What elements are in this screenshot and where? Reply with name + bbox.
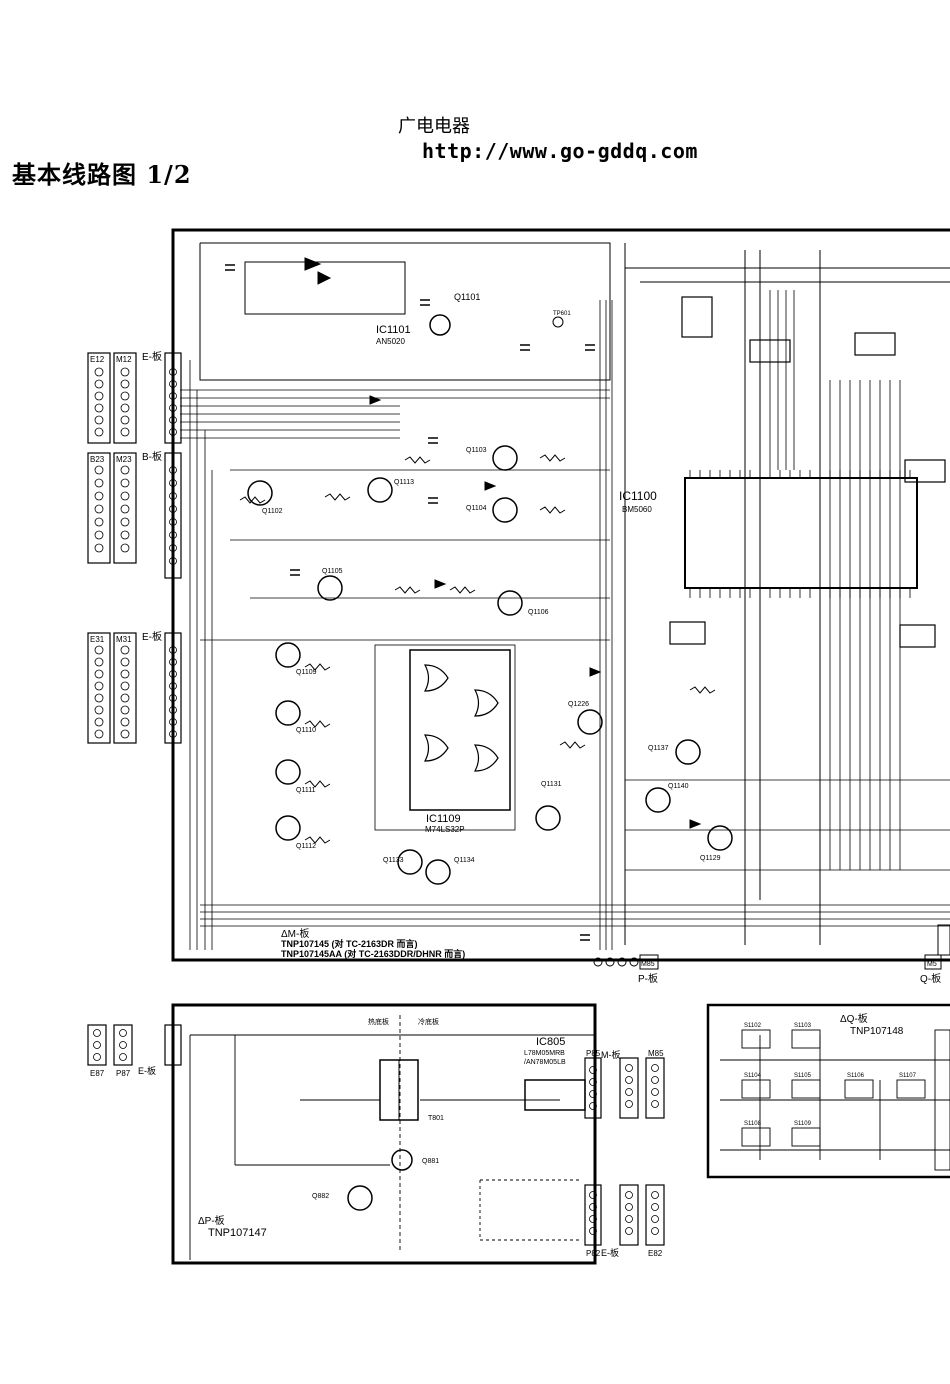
conn-b23-board: B-板 bbox=[142, 450, 162, 463]
conn-e87-board: E-板 bbox=[138, 1065, 156, 1076]
site-url: http://www.go-gddq.com bbox=[422, 139, 698, 163]
q1104-ref: Q1104 bbox=[466, 505, 487, 512]
conn-e87-ref: E87 bbox=[90, 1069, 105, 1078]
q1133-ref: Q1133 bbox=[383, 857, 404, 864]
q1137-ref: Q1137 bbox=[648, 745, 669, 752]
conn-p85-ref: P85 bbox=[586, 1049, 601, 1058]
q1105-ref: Q1105 bbox=[322, 568, 343, 575]
q1131-ref: Q1131 bbox=[541, 781, 562, 788]
q-board-label: Q-板 bbox=[920, 972, 941, 985]
q1109-ref: Q1109 bbox=[296, 669, 317, 676]
conn-p85-board: M-板 bbox=[601, 1049, 621, 1060]
p-board-name: ΔP-板 bbox=[198, 1214, 225, 1227]
conn-m12-ref: M12 bbox=[116, 355, 132, 364]
main-board-outline bbox=[171, 228, 950, 962]
switch-s1103: S1103 bbox=[794, 1023, 812, 1029]
conn-p87-ref: P87 bbox=[116, 1069, 131, 1078]
q1140-ref: Q1140 bbox=[668, 783, 689, 790]
q1134-ref: Q1134 bbox=[454, 857, 475, 864]
ic1100-part: BM5060 bbox=[622, 505, 652, 514]
m5-label: M5 bbox=[927, 961, 937, 968]
tp601-label: TP601 bbox=[553, 311, 571, 317]
q-board-name: ΔQ-板 bbox=[840, 1012, 868, 1025]
switch-s1104: S1104 bbox=[744, 1073, 762, 1079]
q1226-ref: Q1226 bbox=[568, 701, 589, 708]
switch-s1106: S1106 bbox=[847, 1073, 865, 1079]
t801-label: T801 bbox=[428, 1115, 444, 1122]
ic1101-ref: IC1101 bbox=[376, 324, 411, 336]
ic1109-chip bbox=[409, 649, 511, 811]
conn-e12-ref: E12 bbox=[90, 355, 105, 364]
p-board-outline bbox=[171, 1003, 597, 1265]
main-board-pcb-2: TNP107145AA (对 TC-2163DDR/DHNR 而言) bbox=[281, 948, 465, 959]
conn-e31-ref: E31 bbox=[90, 635, 105, 644]
conn-b23-ref: B23 bbox=[90, 455, 105, 464]
main-board-name: ΔM-板 bbox=[281, 927, 309, 940]
conn-e12-board: E-板 bbox=[142, 350, 162, 363]
switch-s1109: S1109 bbox=[794, 1121, 812, 1127]
cold-zone-label: 冷底板 bbox=[418, 1017, 439, 1026]
ic805-ref: IC805 bbox=[536, 1036, 565, 1048]
site-name: 广电电器 bbox=[398, 116, 470, 137]
q1101-ref: Q1101 bbox=[454, 292, 480, 302]
q881-label: Q881 bbox=[422, 1158, 439, 1165]
switch-s1107: S1107 bbox=[899, 1073, 917, 1079]
p-board-label: P-板 bbox=[638, 972, 658, 985]
q1102-ref: Q1102 bbox=[262, 508, 283, 515]
conn-m23-ref: M23 bbox=[116, 455, 132, 464]
hot-zone-label: 热底板 bbox=[368, 1017, 389, 1026]
main-board-pcb-1: TNP107145 (对 TC-2163DR 而言) bbox=[281, 938, 418, 949]
q1113-ref: Q1113 bbox=[394, 479, 414, 486]
switch-s1108: S1108 bbox=[744, 1121, 762, 1127]
ic1109-ref: IC1109 bbox=[426, 813, 461, 825]
ic1109-part: M74LS32P bbox=[425, 825, 465, 834]
q1111-ref: Q1111 bbox=[296, 787, 316, 794]
conn-m31-ref: M31 bbox=[116, 635, 132, 644]
q1110-ref: Q1110 bbox=[296, 727, 316, 734]
switch-s1105: S1105 bbox=[794, 1073, 812, 1079]
q-board-outline bbox=[706, 1003, 950, 1179]
q-board-pcb: TNP107148 bbox=[850, 1026, 904, 1037]
conn-e82-ref: E82 bbox=[648, 1249, 663, 1258]
conn-p82-board: E-板 bbox=[601, 1247, 619, 1258]
q1129-ref: Q1129 bbox=[700, 855, 721, 862]
q1103-ref: Q1103 bbox=[466, 447, 487, 454]
ic1101-part: AN5020 bbox=[376, 337, 405, 346]
switch-s1102: S1102 bbox=[744, 1023, 762, 1029]
conn-p82-ref: P82 bbox=[586, 1249, 601, 1258]
ic805-part1: L78M05MRB bbox=[524, 1050, 565, 1057]
conn-m85-ref: M85 bbox=[648, 1049, 664, 1058]
ic1100-chip bbox=[684, 477, 918, 589]
q1106-ref: Q1106 bbox=[528, 609, 549, 616]
page-title: 基本线路图 1/2 bbox=[12, 160, 192, 189]
ic1100-ref: IC1100 bbox=[619, 489, 657, 503]
q1112-ref: Q1112 bbox=[296, 843, 316, 850]
p-board-pcb: TNP107147 bbox=[208, 1227, 267, 1239]
ic805-part2: /AN78M05LB bbox=[524, 1059, 566, 1066]
q882-label: Q882 bbox=[312, 1193, 329, 1200]
m85-label: M85 bbox=[641, 961, 655, 968]
conn-e31-board: E-板 bbox=[142, 630, 162, 643]
